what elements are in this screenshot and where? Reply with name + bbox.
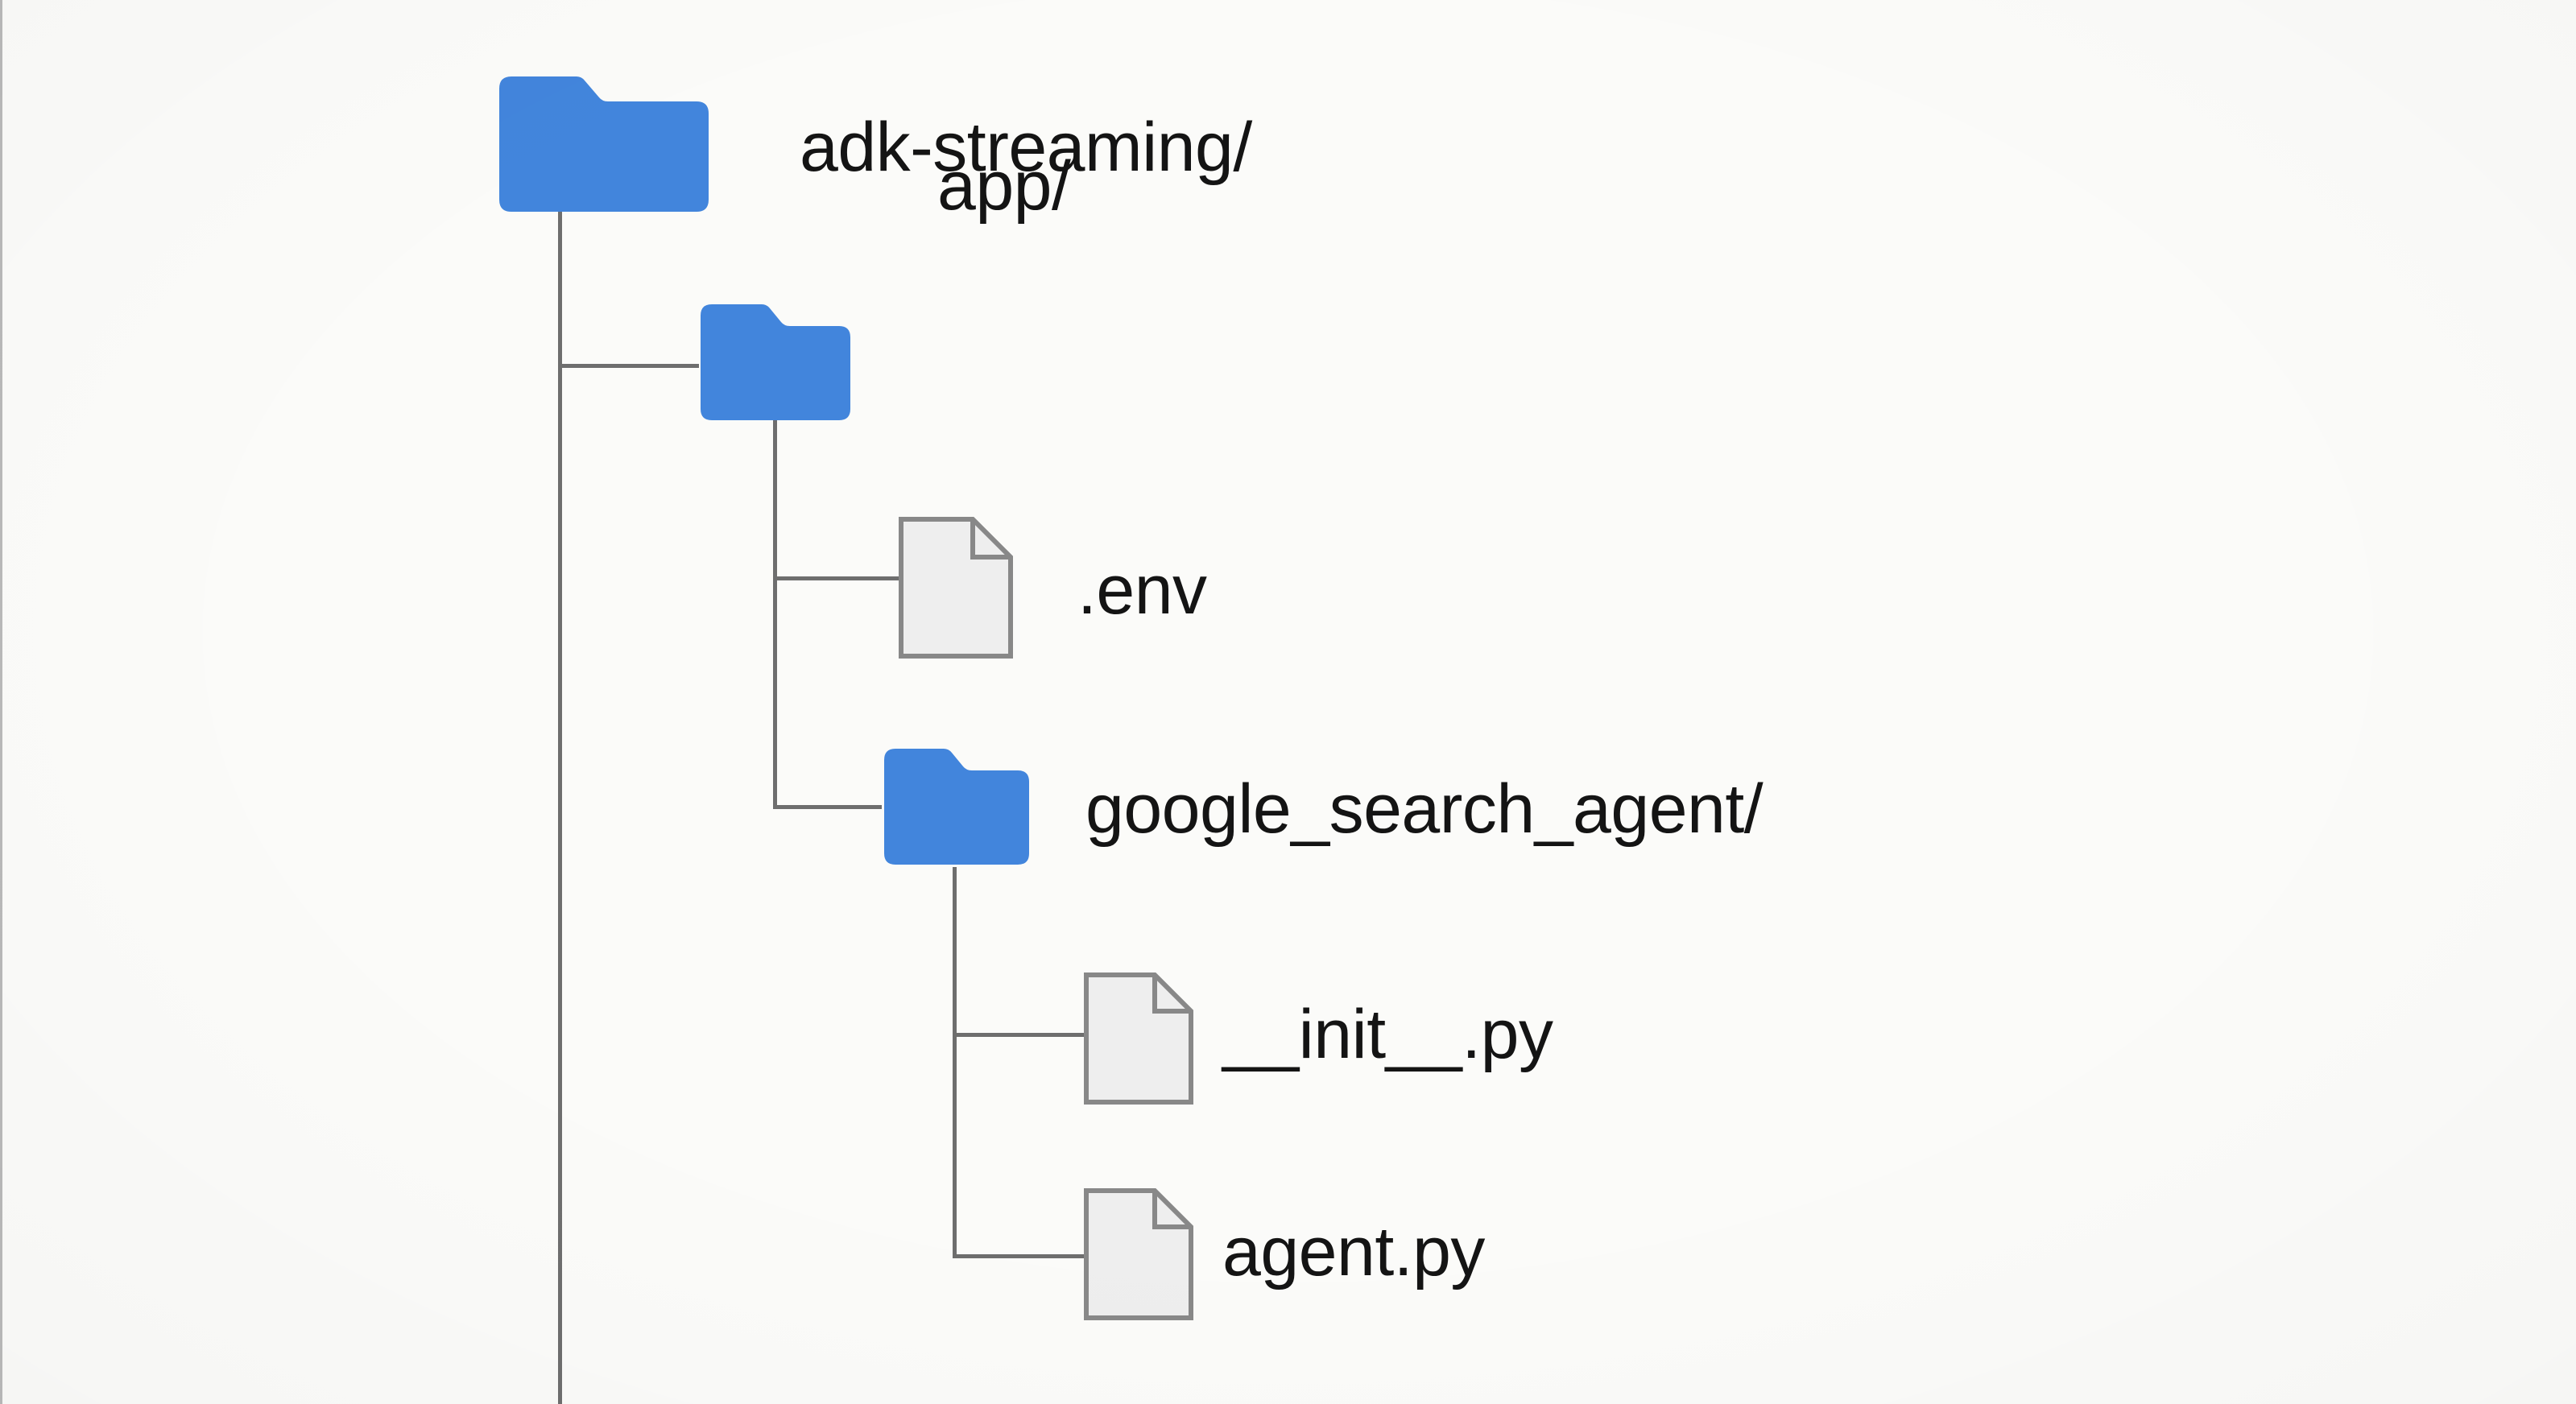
file-icon[interactable]: [897, 515, 1015, 660]
file-icon[interactable]: [1082, 971, 1195, 1106]
node-label-agent-py: agent.py: [1222, 1213, 1485, 1290]
connector-app-trunk: [773, 418, 777, 809]
folder-icon[interactable]: [876, 745, 1037, 868]
node-label-google-search-agent: google_search_agent/: [1085, 770, 1764, 848]
folder-icon[interactable]: [693, 301, 858, 423]
node-label-env: .env: [1077, 551, 1207, 629]
file-icon[interactable]: [1082, 1187, 1195, 1322]
left-border-edge: [0, 0, 2, 1404]
connector-gsa-to-agent: [953, 1254, 1088, 1258]
folder-icon[interactable]: [488, 72, 720, 216]
connector-root-to-app: [558, 364, 699, 368]
connector-root-trunk: [558, 211, 562, 1404]
connector-app-to-env: [773, 576, 903, 580]
node-label-init-py: __init__.py: [1222, 996, 1553, 1073]
connector-gsa-trunk: [953, 867, 957, 1258]
node-label-root: adk-streaming/: [800, 109, 1252, 186]
connector-app-to-google-search-agent: [773, 805, 882, 809]
node-label-app: app/: [937, 147, 1071, 225]
connector-gsa-to-init: [953, 1033, 1088, 1037]
